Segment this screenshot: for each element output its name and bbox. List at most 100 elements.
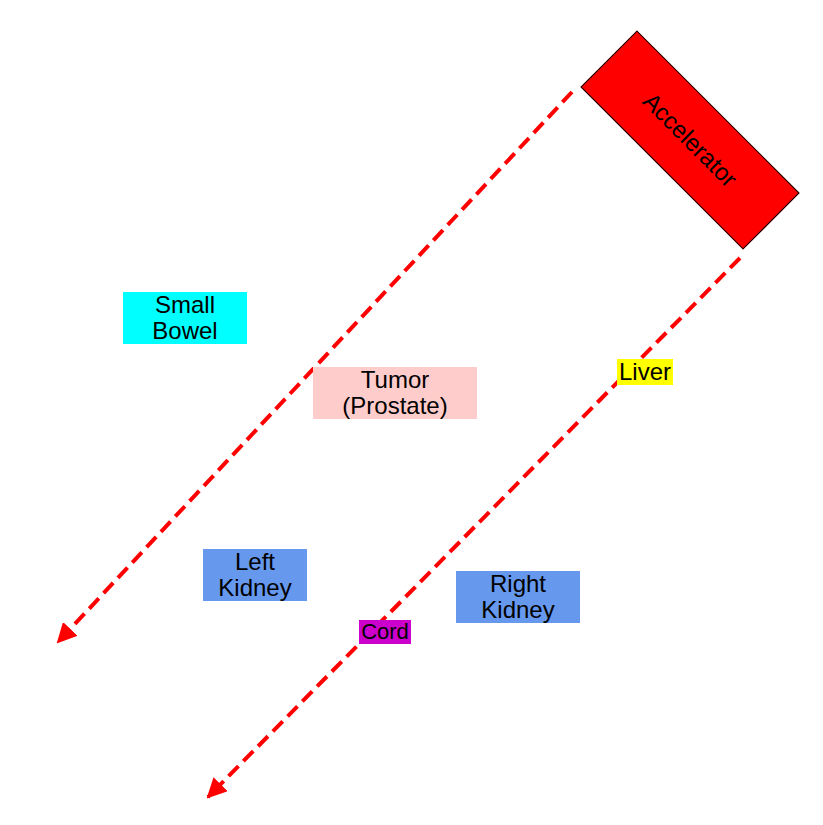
sample-point [484,541,496,553]
sample-point [595,236,607,248]
sample-point [69,323,81,335]
sample-point [518,544,530,556]
sample-point [512,276,524,288]
sample-point [360,206,372,218]
sample-point [80,288,92,300]
sample-point [650,542,662,554]
sample-point [402,450,414,462]
node-label: Accelerator [636,86,743,193]
organ-shape [195,514,316,632]
tumor-region: Tumor (Prostate) [311,321,478,464]
sample-point [437,213,449,225]
sample-point [369,423,381,435]
sample-point [64,369,76,381]
sample-point [207,366,219,378]
organ-label: Left Kidney [203,549,307,602]
sample-point [251,278,263,290]
sample-point [401,607,413,619]
sample-point [164,219,176,231]
sample-point [619,264,631,276]
sample-point [346,240,358,252]
sample-point [650,454,662,466]
sample-point [367,447,379,459]
sample-point [267,186,279,198]
sample-point [377,600,389,612]
sample-point [568,210,580,222]
sample-point [212,528,224,540]
sample-point [197,204,209,216]
sample-point [279,513,291,525]
sample-point [223,621,235,633]
sample-point [119,410,131,422]
sample-point [583,570,595,582]
sample-point [272,365,284,377]
sample-point [367,650,379,662]
sample-point [543,641,555,653]
sample-point [391,324,403,336]
sample-point [562,234,574,246]
sample-point [508,645,520,657]
sample-point [579,360,591,372]
sample-point [503,179,515,191]
sample-point [606,278,618,290]
organ-label: Small Bowel [123,292,247,345]
sample-point [602,461,614,473]
sample-point [163,410,175,422]
sample-point [650,586,662,598]
sample-point [437,443,449,455]
sample-point [545,293,557,305]
organ-shape [348,601,422,663]
sample-point [111,431,123,443]
sample-point [324,270,336,282]
sample-point [603,499,615,511]
sample-point [301,300,313,312]
sample-point [475,269,487,281]
sample-point [207,278,219,290]
sample-point [252,395,264,407]
sample-point [604,537,616,549]
sample-point [661,323,673,335]
sample-point [474,234,486,246]
sample-point [207,535,219,547]
sample-point [665,598,677,610]
sample-point [628,602,640,614]
sample-point [61,406,73,418]
sample-point [163,278,175,290]
sample-point [104,260,116,272]
sample-point [426,328,438,340]
sample-point [231,192,243,204]
sample-point [606,410,618,422]
sample-point [690,572,702,584]
sample-point [552,552,564,564]
sample-point [220,412,232,424]
sample-point [207,234,219,246]
sample-point [295,234,307,246]
organ-region: Right Kidney [426,538,611,660]
sample-point [538,189,550,201]
organ-region: Left Kidney [191,511,320,636]
sample-point [679,355,691,367]
sample-point [418,240,430,252]
sample-point [148,427,160,439]
sample-point [184,421,196,433]
organ-shape [430,542,607,656]
sample-point [244,514,256,526]
sample-point [455,347,467,359]
sample-point [705,499,717,511]
sample-point [518,234,530,246]
sample-point [448,547,460,559]
sample-point [607,575,619,587]
sample-point [650,498,662,510]
sample-point [251,234,263,246]
sample-point [562,278,574,290]
sample-point [258,618,270,630]
sample-point [475,638,487,650]
organ-label: Liver [617,359,673,385]
sample-point [693,389,705,401]
sample-point [341,178,353,190]
beam-line [58,92,572,642]
sample-point [333,439,345,451]
sample-point [413,423,425,435]
sample-point [163,366,175,378]
